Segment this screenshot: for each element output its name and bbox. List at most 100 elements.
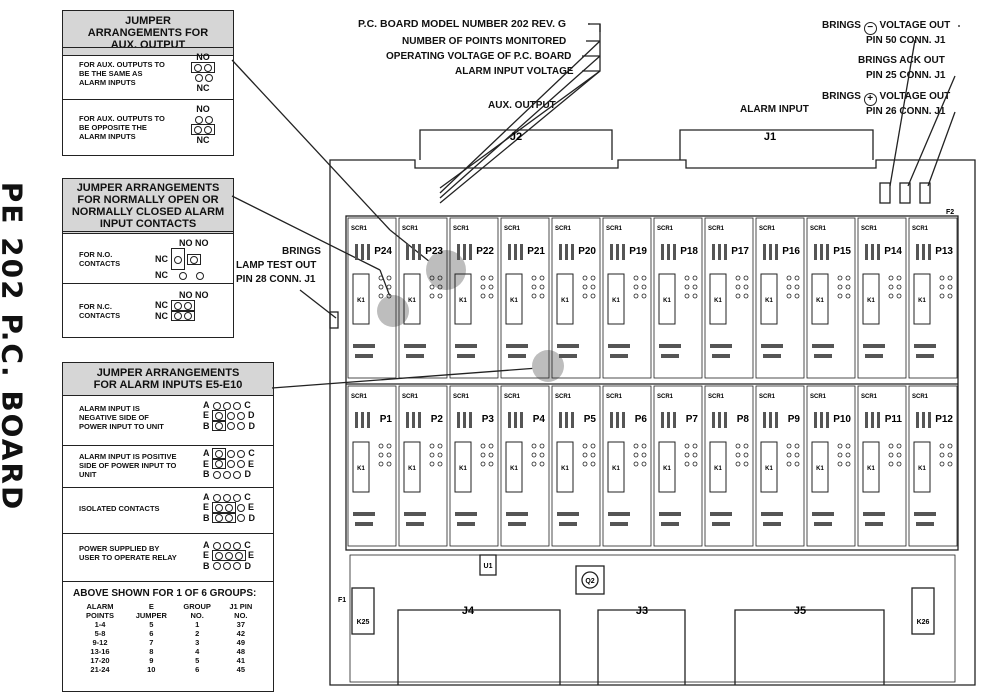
upper-group-module <box>704 217 754 379</box>
jumper-pin <box>633 461 639 467</box>
relay-k1 <box>862 441 880 493</box>
jumper-pin <box>582 275 588 281</box>
jumper-pin <box>947 443 953 449</box>
relay-k1 <box>658 441 676 493</box>
resistor <box>622 412 625 428</box>
jumper-pin <box>735 452 741 458</box>
scr1-label: SCR1 <box>555 394 572 400</box>
relay-k1 <box>760 273 778 325</box>
lower-group-label: P8 <box>737 414 750 425</box>
scr1-label: SCR1 <box>504 226 521 232</box>
resistor <box>712 412 715 428</box>
resistor <box>463 244 466 260</box>
scr1-label: SCR1 <box>606 394 623 400</box>
lower-group-module <box>908 385 958 547</box>
jumper-pin <box>386 443 392 449</box>
table-cell: 17-20 <box>90 656 110 665</box>
jumper-pin <box>845 275 851 281</box>
jumper-pin <box>488 461 494 467</box>
callout-pos-out-pin: PIN 26 CONN. J1 <box>866 106 946 117</box>
jumper-pin <box>735 275 741 281</box>
upper-group-module <box>398 217 448 379</box>
jumper-pin <box>378 275 384 281</box>
relay-k1 <box>607 273 625 325</box>
resistor <box>761 344 783 348</box>
resistor <box>565 412 568 428</box>
upper-group-label: P14 <box>884 246 902 257</box>
callout-ack-out: BRINGS ACK OUT <box>858 55 945 66</box>
input-row2-jumper: A C E E B D <box>203 448 255 480</box>
resistor <box>361 244 364 260</box>
jumper-pin <box>429 461 435 467</box>
lower-group-module <box>602 385 652 547</box>
jumper-pin <box>531 293 537 299</box>
jumper-pin <box>437 452 443 458</box>
lower-group-label: P2 <box>431 414 444 425</box>
resistor <box>659 344 681 348</box>
resistor <box>514 412 517 428</box>
resistor <box>412 244 415 260</box>
jumper-pin <box>531 443 537 449</box>
contacts-row1-text: FOR N.O. CONTACTS <box>79 250 121 268</box>
resistor <box>418 244 421 260</box>
k1-label: K1 <box>918 298 926 304</box>
jumper-pin <box>743 284 749 290</box>
resistor <box>610 354 628 358</box>
resistor <box>557 512 579 516</box>
resistor <box>877 412 880 428</box>
scr1-label: SCR1 <box>555 226 572 232</box>
jumper-pin <box>590 443 596 449</box>
resistor <box>661 244 664 260</box>
upper-group-label: P18 <box>680 246 698 257</box>
scr1-label: SCR1 <box>504 394 521 400</box>
groups-footer-title: ABOVE SHOWN FOR 1 OF 6 GROUPS: <box>73 588 257 599</box>
lower-group-module <box>704 385 754 547</box>
resistor <box>520 244 523 260</box>
resistor <box>673 244 676 260</box>
jumper-pin <box>641 461 647 467</box>
jumper-pin <box>437 443 443 449</box>
jumper-pin <box>837 275 843 281</box>
jumper-pin <box>794 461 800 467</box>
callout-lamp-3: PIN 28 CONN. J1 <box>236 274 316 285</box>
k1-label: K1 <box>510 466 518 472</box>
relay-k1 <box>352 273 370 325</box>
jumper-pin <box>378 293 384 299</box>
resistor <box>508 522 526 526</box>
relay-k1 <box>556 273 574 325</box>
jumper-pin <box>641 293 647 299</box>
jumper-pin <box>633 452 639 458</box>
lower-group-module <box>398 385 448 547</box>
resistor <box>559 412 562 428</box>
jumper-pin <box>437 293 443 299</box>
resistor <box>724 412 727 428</box>
callout-neg-out: BRINGS − VOLTAGE OUT <box>822 20 951 35</box>
callout-model: P.C. BOARD MODEL NUMBER 202 REV. G <box>358 18 567 30</box>
resistor <box>520 412 523 428</box>
jumper-pin <box>743 293 749 299</box>
jumper-pin <box>539 284 545 290</box>
aux-output-jumper-box: JUMPER ARRANGEMENTS FOR AUX. OUTPUT FOR … <box>62 10 234 156</box>
jumper-pin <box>735 293 741 299</box>
jumper-pin <box>939 452 945 458</box>
upper-group-label: P17 <box>731 246 749 257</box>
relay-k1 <box>454 441 472 493</box>
jumper-pin <box>735 284 741 290</box>
resistor <box>367 412 370 428</box>
resistor <box>404 512 426 516</box>
resistor <box>916 522 934 526</box>
relay-k1 <box>913 441 931 493</box>
jumper-pin <box>947 284 953 290</box>
jumper-pin <box>641 275 647 281</box>
resistor <box>718 412 721 428</box>
resistor <box>712 244 715 260</box>
table-cell: 45 <box>236 665 245 674</box>
jumper-pin <box>684 443 690 449</box>
scr1-label: SCR1 <box>708 394 725 400</box>
jumper-pin <box>386 452 392 458</box>
resistor <box>355 244 358 260</box>
resistor <box>865 244 868 260</box>
resistor <box>871 412 874 428</box>
resistor <box>608 512 630 516</box>
